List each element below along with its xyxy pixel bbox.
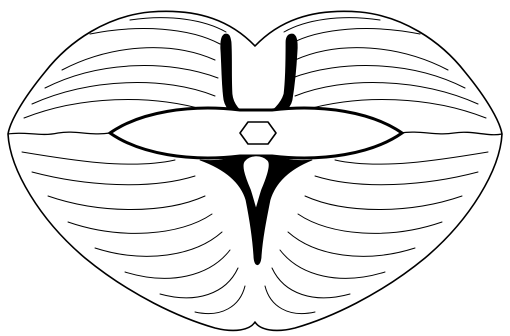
central-diamond: [240, 122, 276, 144]
